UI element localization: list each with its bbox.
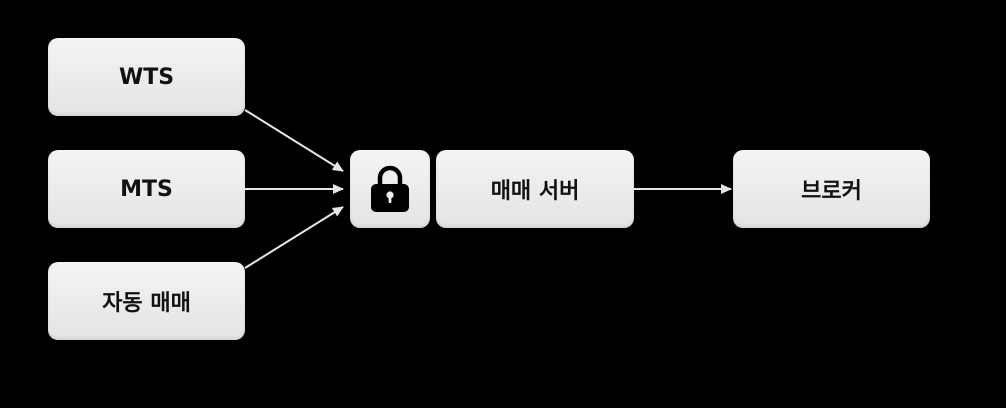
auto-trading-node: 자동 매매 — [48, 262, 245, 340]
lock-node — [350, 150, 430, 228]
lock-icon — [371, 165, 409, 212]
trading-server-node: 매매 서버 — [436, 150, 634, 228]
mts-node: MTS — [48, 150, 245, 228]
arrow-wts-to-lock — [244, 109, 344, 172]
wts-node: WTS — [48, 38, 245, 116]
broker-node: 브로커 — [733, 150, 930, 228]
trading-server-label: 매매 서버 — [490, 179, 580, 204]
arrow-auto-to-lock — [244, 206, 344, 269]
broker-label: 브로커 — [801, 179, 862, 204]
wts-label: WTS — [118, 64, 175, 90]
mts-label: MTS — [120, 176, 173, 202]
auto-trading-label: 자동 매매 — [102, 291, 191, 316]
